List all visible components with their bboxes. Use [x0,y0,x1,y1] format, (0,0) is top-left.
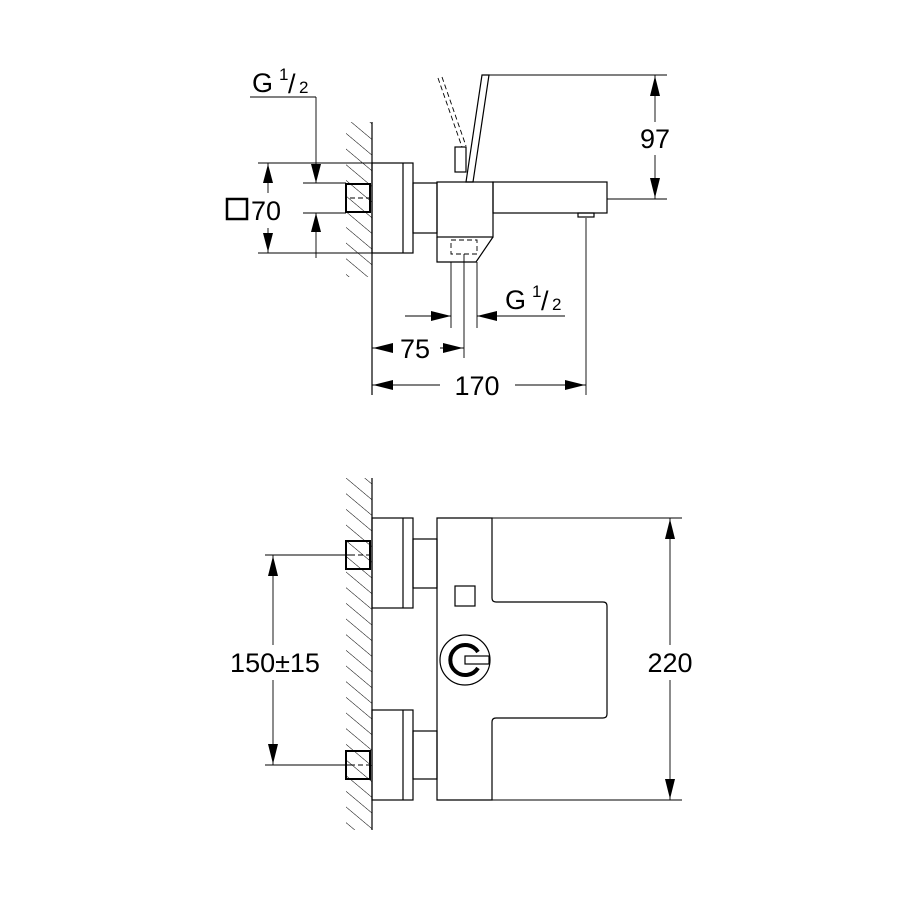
dimension-label-170: 170 [454,371,499,401]
mounting-rosette [371,162,414,254]
dimension-label-220: 220 [647,648,692,678]
outlet-thread-den: 2 [552,295,561,314]
mixer-body-front [436,517,608,801]
dimension-label-150: 150±15 [230,648,320,678]
inlet-thread-den: 2 [299,78,308,97]
wall-hatch [346,478,372,830]
dimension-label-70: 70 [251,196,281,226]
handle [437,74,490,183]
rosette-upper [371,517,438,609]
dimension-outlet-thread: G 1 / 2 [405,262,565,328]
dimension-label-75: 75 [400,334,430,364]
dimension-inlet-spacing: 150±15 [230,554,350,766]
inlet-thread-slash: / [288,69,296,99]
wall-hatch [346,122,372,277]
dimension-outlet-offset: 75 [372,254,465,364]
dimension-handle-height: 97 [489,74,670,200]
front-view: 150±15 220 [230,478,693,830]
outlet-thread-prefix: G [505,285,526,315]
dimension-inlet-thread: G 1 / 2 [250,65,346,258]
inlet-fitting [345,183,372,213]
inlet-thread-num: 1 [279,65,288,84]
temperature-knob [439,634,491,686]
outlet-thread-slash: / [541,286,549,316]
connector [412,182,438,234]
outlet-thread-num: 1 [532,282,541,301]
dimension-label-97: 97 [640,124,670,154]
inlet-thread-prefix: G [252,68,273,98]
mixer-body [436,181,608,263]
side-view: 97 70 G 1 / 2 [225,65,670,401]
dimension-rosette: 70 [225,162,372,254]
rosette-lower [371,709,438,801]
square-symbol-icon [225,197,249,221]
dimension-spout-projection: 170 [372,218,587,401]
dimension-total-height: 220 [492,517,693,801]
